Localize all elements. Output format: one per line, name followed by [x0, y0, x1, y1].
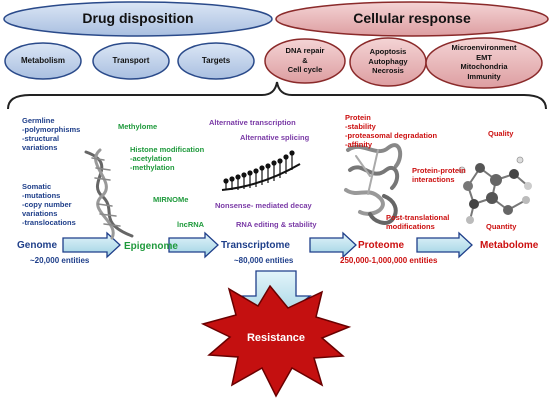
germline-text: Germline -polymorphisms -structural vari… — [22, 116, 81, 152]
histone-text: Histone modification -acetylation -methy… — [130, 145, 205, 172]
ppi-text: Protein-protein interactions — [412, 166, 466, 184]
metabolism-ellipse — [4, 42, 82, 80]
microenvironment-label: Microenvironment EMT Mitochondria Immuni… — [451, 43, 517, 81]
transcriptome-entities: ~80,000 entities — [234, 256, 294, 265]
resistance-label: Resistance — [246, 332, 306, 344]
genome-label: Genome — [17, 240, 58, 251]
curly-brace — [7, 81, 547, 110]
transcriptome-label: Transcriptome — [221, 240, 290, 251]
targets-ellipse — [177, 42, 255, 80]
targets-label: Targets — [201, 56, 231, 65]
transport-label: Transport — [112, 56, 150, 65]
resistance-burst — [200, 284, 352, 398]
genome-entities: ~20,000 entities — [30, 256, 90, 265]
dna-repair-ellipse — [264, 38, 346, 84]
rna-editing-text: RNA editing & stability — [236, 220, 317, 229]
proteome-label: Proteome — [358, 240, 405, 251]
ptm-text: Post-translational modifications — [386, 213, 450, 231]
lncrna-text: lncRNA — [177, 220, 205, 229]
transcript-strand-image — [221, 150, 301, 191]
metabolome-label: Metabolome — [480, 240, 539, 251]
dna-repair-label: DNA repair & Cell cycle — [285, 46, 325, 74]
alt-splicing-text: Alternative splicing — [240, 133, 310, 142]
quantity-text: Quantity — [486, 222, 517, 231]
somatic-text: Somatic -mutations -copy number variatio… — [22, 182, 76, 227]
protein-text: Protein -stability -proteasomal degradat… — [345, 113, 438, 149]
dna-helix-image — [84, 148, 134, 240]
alt-transcription-text: Alternative transcription — [209, 118, 296, 127]
molecule-image — [458, 156, 532, 224]
arrow-proteome-metabolome — [416, 231, 473, 259]
drug-disposition-ellipse — [3, 1, 273, 37]
arrow-epigenome-transcriptome — [168, 231, 219, 259]
metabolism-label: Metabolism — [20, 56, 65, 65]
arrow-transcriptome-proteome — [309, 231, 357, 259]
microenvironment-ellipse — [425, 37, 543, 89]
protein-structure-image — [344, 143, 403, 225]
drug-disposition-title: Drug disposition — [82, 10, 194, 26]
methylome-text: Methylome — [118, 122, 158, 131]
mirnome-text: MIRNOMe — [153, 195, 189, 204]
cellular-response-title: Cellular response — [353, 10, 471, 26]
proteome-entities: 250,000-1,000,000 entities — [340, 256, 438, 265]
quality-text: Quality — [488, 129, 514, 138]
arrow-genome-epigenome — [62, 231, 121, 259]
apoptosis-label: Apoptosis Autophagy Necrosis — [368, 47, 408, 75]
cellular-response-ellipse — [275, 1, 549, 37]
epigenome-label: Epigenome — [124, 241, 178, 252]
nmd-text: Nonsense- mediated decay — [215, 201, 312, 210]
transport-ellipse — [92, 42, 170, 80]
